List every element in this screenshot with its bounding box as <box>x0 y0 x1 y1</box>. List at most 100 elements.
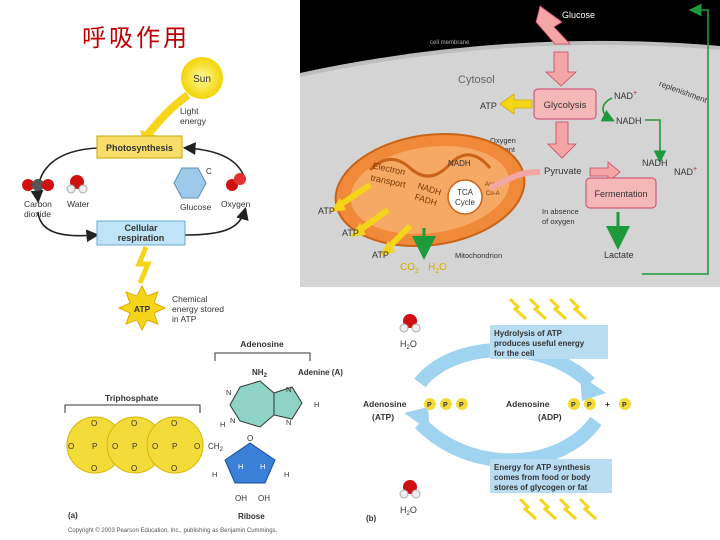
ribose-h-4: H <box>284 470 289 479</box>
oxygen-present-label-line1: Oxygen <box>490 136 516 145</box>
light-beam <box>144 91 191 137</box>
carbon-label: Carbon <box>24 199 52 209</box>
glycolysis-label: Glycolysis <box>544 100 587 111</box>
hydrolysis-text-line2: produces useful energy <box>494 339 585 348</box>
adp-phosphate-1 <box>568 398 580 410</box>
adenine-h-1: H <box>220 420 225 429</box>
ribose-ring <box>224 442 276 484</box>
nad-plus-right-label: NAD+ <box>674 166 697 177</box>
fermentation-box <box>585 177 657 209</box>
lactate-label: Lactate <box>604 250 634 260</box>
cycle-arrow-left-bottom <box>37 211 100 243</box>
mito-nadh-top-label: NADH <box>448 159 471 168</box>
phosphate-o-bottom-1: O <box>91 464 97 473</box>
adenine-h-2: H <box>314 400 319 409</box>
energy-bolt-top-3 <box>548 297 568 321</box>
free-p: P <box>622 402 627 409</box>
free-phosphate <box>619 398 631 410</box>
glycolysis-to-pyruvate-arrow <box>547 121 577 159</box>
glucose-label: Glucose <box>180 202 211 212</box>
energy-bolt-bottom-2 <box>538 497 558 521</box>
nadh-right-label: NADH <box>642 158 668 168</box>
water-top-label: H2O <box>400 339 417 351</box>
nad-plus-top-label: NAD+ <box>614 90 637 101</box>
mito-atp-label-3: ATP <box>372 250 389 260</box>
atp-phosphate-1 <box>424 398 436 410</box>
in-atp-label: in ATP <box>172 314 197 324</box>
panel-b-label: (b) <box>366 514 377 523</box>
adenine-label: Adenine (A) <box>298 368 343 377</box>
bridge-o-3: O <box>194 442 200 451</box>
phosphate-o-top-1: O <box>91 419 97 428</box>
atp-phosphate-2 <box>440 398 452 410</box>
glycolysis-atp-arrow <box>499 93 533 115</box>
cycle-label: Cycle <box>455 198 476 207</box>
absence-label-line2: of oxygen <box>542 217 575 226</box>
acetyl-coa-label-line2: Co-A <box>486 191 500 197</box>
adenosine-label: Adenosine <box>240 339 284 349</box>
glucose-arrow <box>535 5 571 45</box>
triphosphate-label: Triphosphate <box>105 393 159 403</box>
cycle-arrow-right-bottom <box>184 206 249 236</box>
cellular-respiration-box <box>96 220 186 246</box>
adenosine-bracket <box>214 352 311 361</box>
respiration-label: respiration <box>118 233 165 243</box>
energy-bolt-bottom-4 <box>578 497 598 521</box>
h2o-label: H2O <box>428 262 447 275</box>
phosphate-groups <box>66 416 204 474</box>
oxygen-label: Oxygen <box>221 199 251 209</box>
atp-p-2: P <box>443 402 448 409</box>
mitochondrion-cristae <box>368 153 492 178</box>
mito-atp-arrow-3 <box>380 223 413 256</box>
plus-sign: + <box>605 399 610 409</box>
tca-cycle-circle <box>447 179 483 215</box>
phosphate-p-1: P <box>92 442 97 451</box>
hydrolysis-info-box <box>490 325 608 359</box>
pyruvate-to-fermentation-arrow <box>589 161 621 183</box>
bridge-o-1: O <box>112 442 118 451</box>
hydrolysis-text-line1: Hydrolysis of ATP <box>494 329 563 338</box>
sun-label: Sun <box>193 74 211 85</box>
water-label: Water <box>67 199 90 209</box>
energy-label: energy <box>180 116 207 126</box>
membrane-label: cell membrane <box>430 40 470 46</box>
nadh-to-fermentation-arrow <box>645 119 667 164</box>
hydrolysis-text-line3: for the cell <box>494 349 534 358</box>
energy-stored-label: energy stored <box>172 304 224 314</box>
atp-phosphate-3 <box>456 398 468 410</box>
dioxide-label: dioxide <box>24 209 51 219</box>
photosynthesis-box <box>96 135 183 159</box>
phosphate-o-top-2: O <box>131 419 137 428</box>
light-label: Light <box>180 106 199 116</box>
mito-atp-arrow-1 <box>330 182 372 212</box>
glycolysis-atp-label: ATP <box>480 101 497 111</box>
synthesis-text-line2: comes from food or body <box>494 473 591 482</box>
phosphate-p-2: P <box>132 442 137 451</box>
ribose-h-3: H <box>212 470 217 479</box>
energy-cycle-diagram: Sun Light energy Photosynthesis C Glucos… <box>22 57 251 332</box>
triphosphate-bracket <box>64 404 201 413</box>
phosphate-o-top-3: O <box>171 419 177 428</box>
sun-icon <box>181 57 223 99</box>
atp-starburst-icon <box>117 284 167 332</box>
adenine-n-2: N <box>230 416 235 425</box>
mitochondrion-label: Mitochondrion <box>455 251 502 260</box>
energy-bolt-bottom-3 <box>558 497 578 521</box>
cellular-label: Cellular <box>124 223 158 233</box>
page-title: 呼吸作用 <box>82 24 190 52</box>
adenine-n-1: N <box>226 388 231 397</box>
nad-cycle-arrow <box>600 97 615 122</box>
phosphate-group-3 <box>146 416 204 474</box>
atp-structure-diagram: Adenosine NH2 Adenine (A) N N N N H H Tr… <box>64 339 343 534</box>
atp-adenosine-label: Adenosine <box>363 399 407 409</box>
adp-p-1: P <box>571 402 576 409</box>
mito-atp-arrow-2 <box>350 207 390 237</box>
adenine-n-3: N <box>286 385 291 394</box>
co2-label: CO2 <box>400 262 419 275</box>
atp-label: (ATP) <box>372 412 394 422</box>
pyruvate-into-mito-arrow <box>488 169 541 191</box>
respiration-pathway-diagram: cell membrane Cytosol Glucose Glycolysis… <box>300 0 720 287</box>
replenishment-return-arrow <box>642 3 709 275</box>
phosphate-p-3: P <box>172 442 177 451</box>
phosphate-o-bottom-3: O <box>171 464 177 473</box>
